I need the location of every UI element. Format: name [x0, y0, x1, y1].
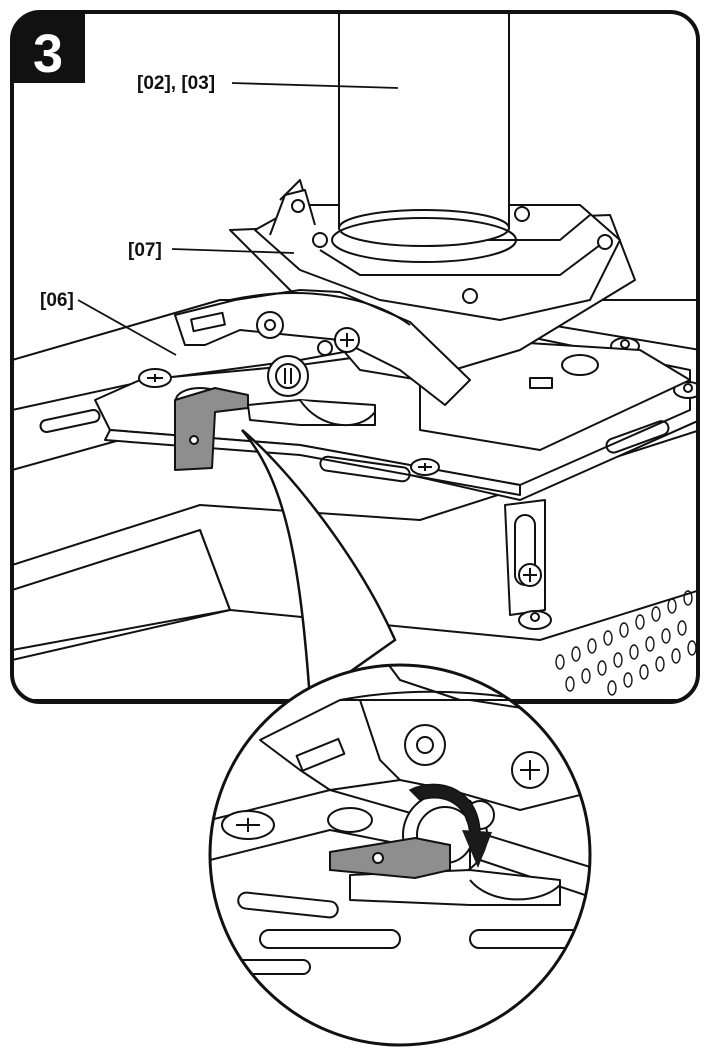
- lock-cylinder: [267, 355, 309, 397]
- key-icon: [174, 387, 249, 471]
- step-badge: 3: [12, 12, 85, 84]
- zoom-detail: [210, 665, 590, 1045]
- projector-vent-grid: [555, 590, 697, 696]
- zoom-circle-border: [208, 663, 592, 1047]
- step-number: 3: [33, 24, 63, 84]
- tilt-arm-front: [174, 289, 471, 406]
- extension-pole: [331, 12, 517, 263]
- curved-arrow-icon: [408, 783, 492, 868]
- callout-parts-02-03: [02], [03]: [137, 73, 215, 94]
- main-illustration: [12, 12, 698, 701]
- key-icon: [329, 836, 451, 880]
- callout-part-06: [06]: [40, 290, 74, 311]
- callout-part-07: [07]: [128, 240, 162, 261]
- callout-leaders: [77, 82, 399, 356]
